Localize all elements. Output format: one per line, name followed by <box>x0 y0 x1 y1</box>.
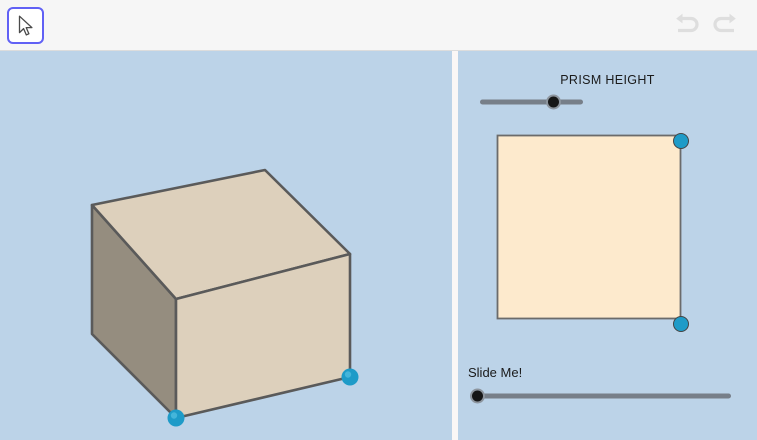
square-vertex-handle[interactable] <box>673 133 689 149</box>
prism-vertex-handle[interactable] <box>167 409 185 427</box>
graphics-view-2d[interactable]: PRISM HEIGHT Slide Me! <box>458 51 757 440</box>
panel-divider-handle[interactable] <box>452 51 458 440</box>
move-tool-button[interactable] <box>7 7 44 44</box>
redo-arrow-icon <box>710 11 740 40</box>
toolbar <box>0 0 757 51</box>
undo-button[interactable] <box>671 10 703 40</box>
prism-height-slider[interactable] <box>480 94 583 110</box>
slide-me-label: Slide Me! <box>468 365 523 380</box>
square-shape <box>496 134 682 320</box>
prism-vertex-handle[interactable] <box>341 368 359 386</box>
slide-me-slider[interactable] <box>470 388 731 404</box>
prism-figure <box>90 168 359 427</box>
undo-arrow-icon <box>672 11 702 40</box>
prism-height-slider-knob[interactable] <box>545 94 561 110</box>
square-vertex-handle[interactable] <box>673 316 689 332</box>
redo-button[interactable] <box>709 10 741 40</box>
cursor-arrow-icon <box>17 15 35 37</box>
prism-height-slider-track[interactable] <box>480 99 583 105</box>
square-figure <box>496 133 689 332</box>
slide-me-slider-knob[interactable] <box>470 388 486 404</box>
prism-height-label: PRISM HEIGHT <box>560 73 655 87</box>
slide-me-slider-track[interactable] <box>470 393 731 399</box>
graphics-view-3d[interactable] <box>0 51 452 440</box>
